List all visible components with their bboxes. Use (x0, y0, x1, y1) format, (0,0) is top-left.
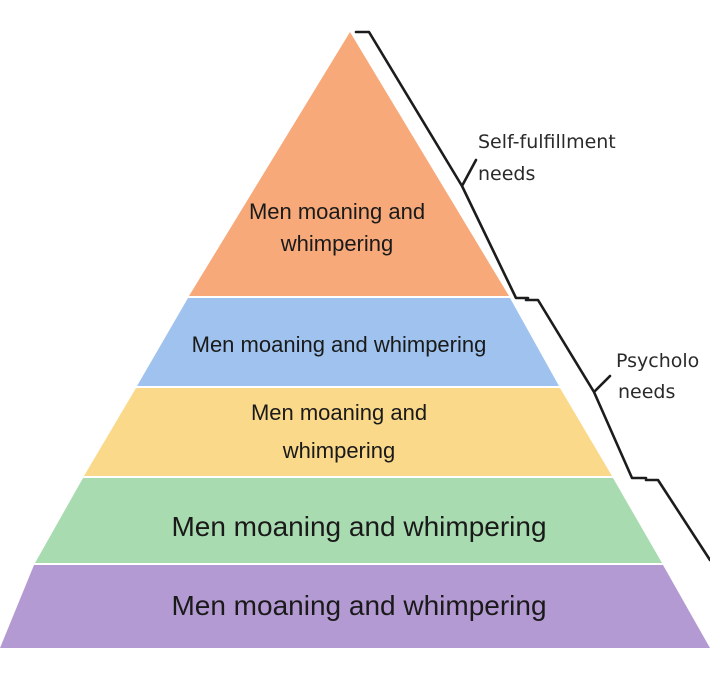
tier-2-label: Men moaning and whimpering (192, 332, 487, 357)
pyramid-tier-5 (0, 565, 710, 648)
self-fulfillment-label-line-1: Self-fulfillment (478, 131, 616, 153)
tier-1-label-line-1: Men moaning and (249, 199, 425, 224)
tier-1-label-line-2: whimpering (280, 231, 394, 256)
pyramid-tier-3 (84, 388, 612, 476)
pyramid-tier-2 (137, 298, 559, 386)
tier-4-label: Men moaning and whimpering (171, 511, 546, 542)
self-fulfillment-label-line-2: needs (478, 163, 535, 185)
basic-needs-bracket (644, 478, 710, 562)
tier-3-label-line-1: Men moaning and (251, 400, 427, 425)
pyramid-tier-4 (35, 478, 662, 563)
psychological-label-line-2: needs (618, 381, 675, 403)
psychological-label-line-1: Psycholo (616, 350, 699, 372)
tier-3-label-line-2: whimpering (282, 438, 396, 463)
psychological-bracket (524, 298, 648, 480)
tier-5-label: Men moaning and whimpering (171, 590, 546, 621)
self-fulfillment-bracket (354, 30, 530, 300)
pyramid-tier-1 (189, 32, 509, 296)
